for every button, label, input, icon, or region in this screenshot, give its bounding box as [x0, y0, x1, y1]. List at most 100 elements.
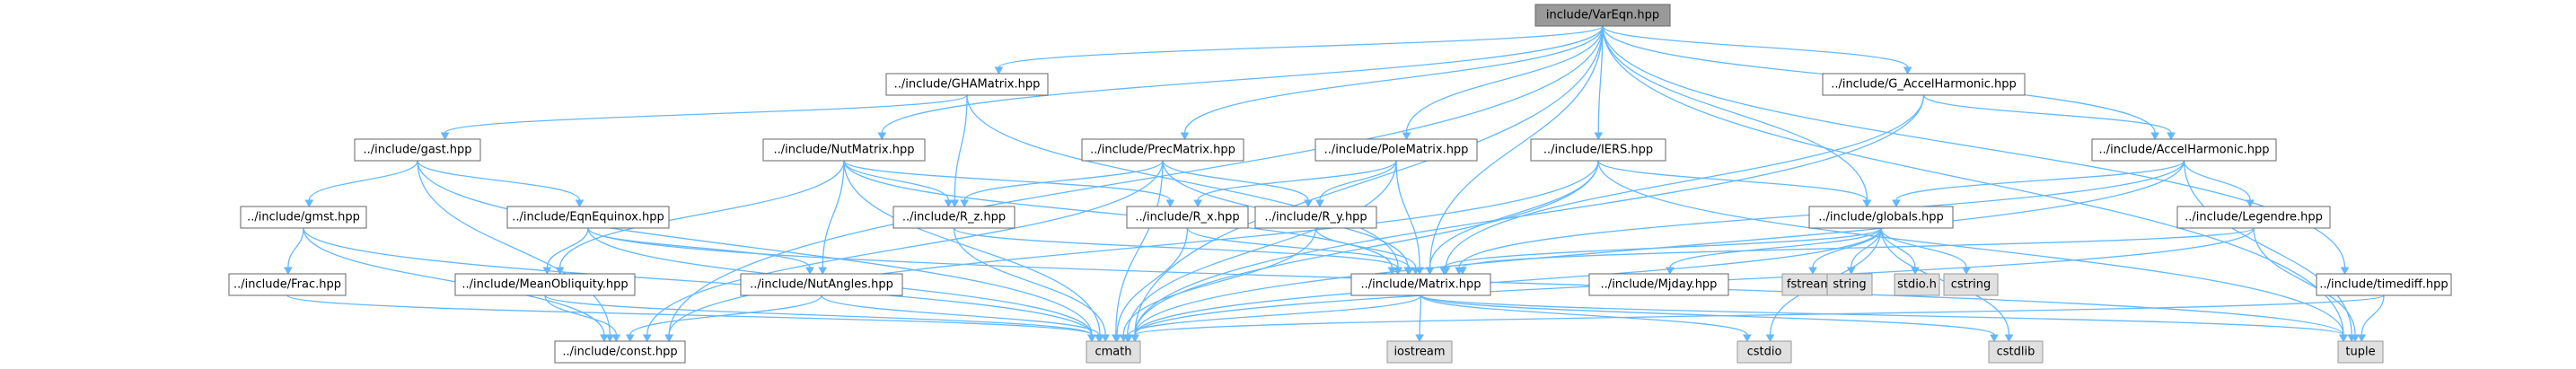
edge-nutm-to-rx — [843, 160, 1175, 208]
edge-accel-to-legendre — [2183, 160, 2255, 208]
node-nutm[interactable]: ../include/NutMatrix.hpp — [762, 138, 926, 162]
node-label-string: string — [1833, 278, 1866, 292]
node-ry[interactable]: ../include/R_y.hpp — [1254, 206, 1377, 229]
node-timediff[interactable]: ../include/timediff.hpp — [2316, 273, 2452, 296]
edge-rx-to-matrix — [1186, 227, 1414, 276]
edge-gast-to-constf — [417, 160, 615, 343]
node-iers[interactable]: ../include/IERS.hpp — [1530, 138, 1666, 162]
node-cstring: cstring — [1943, 273, 1999, 296]
node-cmath: cmath — [1086, 340, 1141, 364]
edge-timediff-to-cmath — [1130, 294, 2385, 343]
edge-globals-to-matrix — [1439, 227, 1882, 276]
node-rz[interactable]: ../include/R_z.hpp — [892, 206, 1015, 229]
node-label-cstdio: cstdio — [1747, 346, 1782, 359]
edge-legendre-to-matrix — [1458, 227, 2255, 276]
node-nutang[interactable]: ../include/NutAngles.hpp — [740, 273, 903, 296]
edge-ry-to-cmath — [1119, 227, 1317, 343]
node-label-iers: ../include/IERS.hpp — [1543, 144, 1653, 157]
node-label-stdioh: stdio.h — [1897, 278, 1937, 292]
node-label-cstdlib: cstdlib — [1997, 346, 2035, 359]
edge-matrix-to-tuple — [1420, 294, 2348, 343]
dependency-nodes: include/VarEqn.hpp ../include/GHAMatrix.h… — [228, 4, 2452, 364]
node-eqneq[interactable]: ../include/EqnEquinox.hpp — [506, 206, 670, 229]
node-label-constf: ../include/const.hpp — [562, 346, 677, 359]
node-label-nutm: ../include/NutMatrix.hpp — [774, 144, 915, 157]
node-gast[interactable]: ../include/gast.hpp — [354, 138, 481, 162]
edge-varEqn-to-nutm — [877, 25, 1604, 141]
node-label-varEqn: include/VarEqn.hpp — [1546, 9, 1659, 22]
edge-accel-to-tuple — [2183, 160, 2357, 343]
edge-gmst-to-frac — [284, 227, 304, 276]
node-label-nutang: ../include/NutAngles.hpp — [750, 278, 893, 292]
edge-rx-to-cmath — [1112, 227, 1189, 343]
edge-iers-to-constf — [664, 160, 1599, 343]
node-frac[interactable]: ../include/Frac.hpp — [228, 273, 347, 296]
node-label-iostream: iostream — [1394, 346, 1445, 359]
node-label-eqneq: ../include/EqnEquinox.hpp — [512, 211, 664, 224]
node-stdioh: stdio.h — [1894, 273, 1940, 296]
node-label-matrix: ../include/Matrix.hpp — [1361, 278, 1481, 292]
node-label-gmst: ../include/gmst.hpp — [247, 211, 360, 224]
node-label-precm: ../include/PrecMatrix.hpp — [1090, 144, 1235, 157]
edge-ry-to-matrix — [1314, 227, 1420, 276]
node-precm[interactable]: ../include/PrecMatrix.hpp — [1081, 138, 1244, 162]
edge-polem-to-rx — [1193, 160, 1397, 208]
node-cstdlib: cstdlib — [1988, 340, 2044, 364]
node-gaccel[interactable]: ../include/G_AccelHarmonic.hpp — [1822, 73, 2026, 96]
node-globals[interactable]: ../include/globals.hpp — [1808, 206, 1954, 229]
node-label-rz: ../include/R_z.hpp — [902, 211, 1006, 224]
edge-gmst-to-constf — [303, 227, 609, 343]
node-label-polem: ../include/PoleMatrix.hpp — [1324, 144, 1469, 157]
edge-rz-to-matrix — [953, 227, 1402, 276]
node-meanobl[interactable]: ../include/MeanObliquity.hpp — [454, 273, 636, 296]
node-cstdio: cstdio — [1736, 340, 1792, 364]
edge-matrix-to-cstdlib — [1420, 294, 1999, 343]
node-label-gham: ../include/GHAMatrix.hpp — [894, 78, 1041, 92]
edge-eqneq-to-meanobl — [542, 227, 589, 276]
node-matrix[interactable]: ../include/Matrix.hpp — [1350, 273, 1491, 296]
node-label-fstream: fstream — [1787, 278, 1832, 292]
node-label-gaccel: ../include/G_AccelHarmonic.hpp — [1831, 78, 2017, 92]
edge-precm-to-constf — [642, 160, 1164, 343]
edge-rz-to-cmath — [953, 227, 1110, 343]
node-accel[interactable]: ../include/AccelHarmonic.hpp — [2091, 138, 2277, 162]
node-gham[interactable]: ../include/GHAMatrix.hpp — [885, 73, 1049, 96]
node-gmst[interactable]: ../include/gmst.hpp — [240, 206, 367, 229]
edge-nutang-to-constf — [625, 294, 822, 343]
node-label-legendre: ../include/Legendre.hpp — [2185, 211, 2323, 224]
edge-varEqn-to-polem — [1402, 25, 1604, 141]
edge-accel-to-globals — [1892, 160, 2185, 208]
edge-iers-to-globals — [1597, 160, 1872, 208]
node-label-meanobl: ../include/MeanObliquity.hpp — [462, 278, 628, 292]
edge-frac-to-cmath — [286, 294, 1096, 343]
node-constf[interactable]: ../include/const.hpp — [554, 340, 686, 364]
edge-precm-to-rz — [960, 160, 1164, 208]
edge-gaccel-to-cmath — [1130, 94, 1925, 343]
edge-matrix-to-cstdio — [1420, 294, 1752, 343]
edge-varEqn-to-gham — [994, 25, 1604, 75]
edge-globals-to-cmath — [1130, 227, 1882, 343]
edge-gham-to-rz — [950, 94, 968, 208]
edge-nutang-to-cmath — [821, 294, 1103, 343]
node-label-cmath: cmath — [1095, 346, 1131, 359]
node-legendre[interactable]: ../include/Legendre.hpp — [2176, 206, 2331, 229]
node-label-mjday: ../include/Mjday.hpp — [1601, 278, 1718, 292]
node-mjday[interactable]: ../include/Mjday.hpp — [1588, 273, 1729, 296]
edge-polem-to-cmath — [1122, 160, 1397, 343]
node-label-rx: ../include/R_x.hpp — [1135, 211, 1239, 224]
node-label-tuple: tuple — [2345, 346, 2375, 359]
edge-gaccel-to-accel — [1922, 94, 2176, 141]
node-label-timediff: ../include/timediff.hpp — [2319, 278, 2448, 292]
edge-nutm-to-matrix — [843, 160, 1397, 276]
node-varEqn[interactable]: include/VarEqn.hpp — [1534, 4, 1671, 27]
node-rx[interactable]: ../include/R_x.hpp — [1126, 206, 1249, 229]
edge-meanobl-to-constf — [544, 294, 621, 343]
edge-polem-to-ry — [1315, 160, 1397, 208]
node-polem[interactable]: ../include/PoleMatrix.hpp — [1314, 138, 1478, 162]
edge-varEqn-to-globals — [1602, 25, 1872, 208]
edge-nutm-to-meanobl — [555, 160, 845, 276]
node-string: string — [1826, 273, 1873, 296]
edge-varEqn-to-precm — [1180, 25, 1604, 141]
node-label-ry: ../include/R_y.hpp — [1264, 211, 1367, 224]
